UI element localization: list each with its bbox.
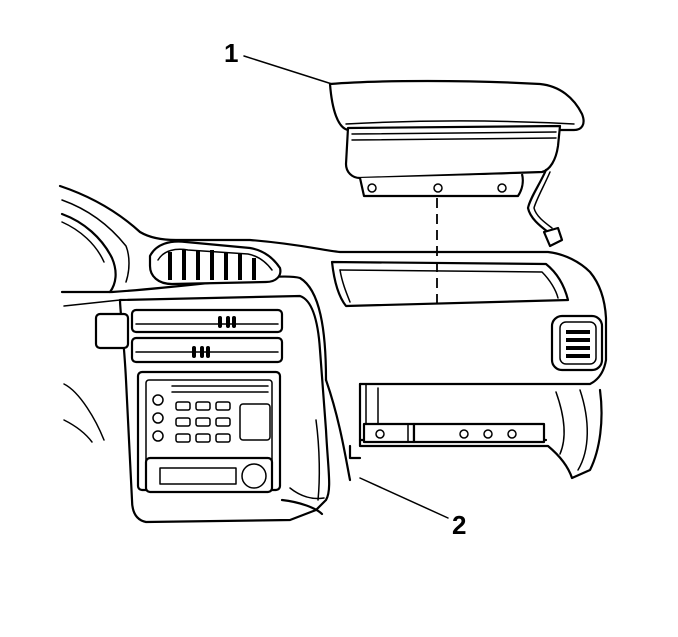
callout-2: 2 <box>359 477 466 540</box>
callout-1: 1 <box>224 38 333 85</box>
top-left-vent <box>148 240 282 286</box>
center-vents <box>130 308 284 364</box>
passenger-vent <box>550 314 604 372</box>
instrument-panel <box>58 184 608 524</box>
airbag-opening <box>330 260 570 308</box>
airbag-module <box>328 79 585 304</box>
radio-buttons <box>152 394 271 443</box>
glove-box-frame <box>348 382 603 480</box>
callout-1-label: 1 <box>224 38 238 68</box>
callout-2-label: 2 <box>452 510 466 540</box>
